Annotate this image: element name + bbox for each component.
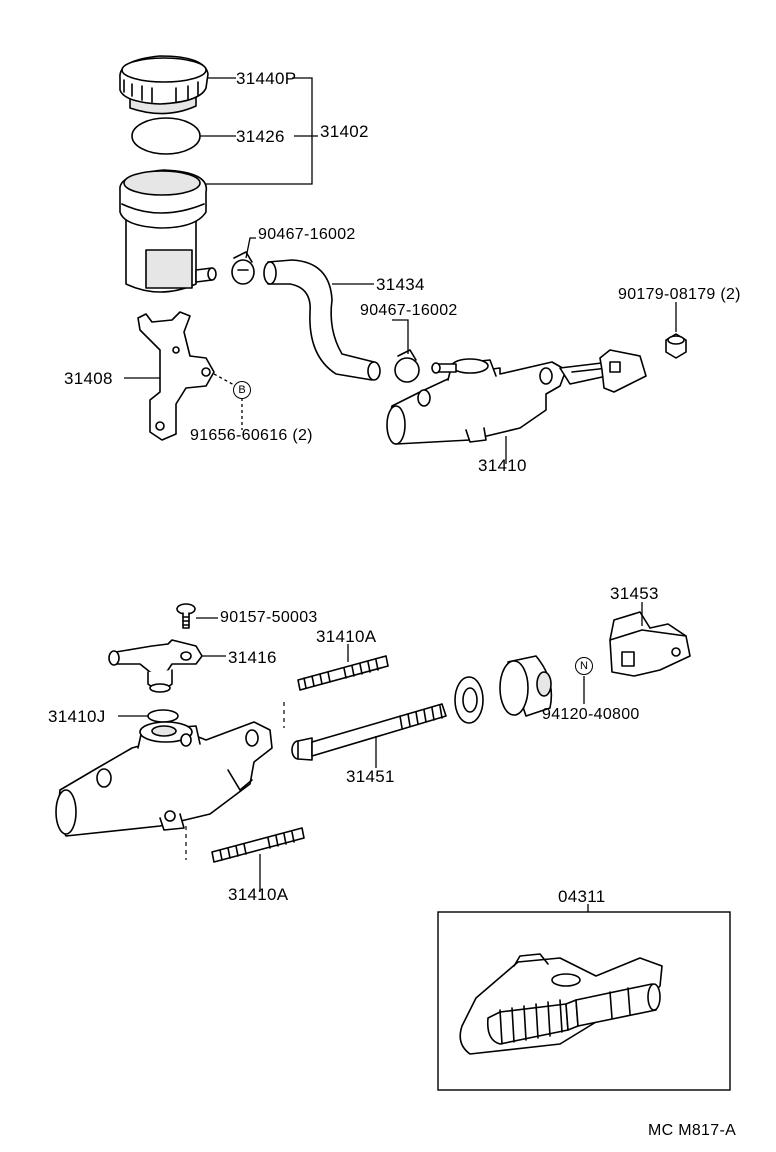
cylinder-kit	[459, 953, 663, 1055]
master-cylinder-body	[55, 721, 273, 837]
label-31426: 31426	[236, 127, 285, 146]
label-04311: 04311	[558, 887, 606, 906]
label-91656: 91656-60616 (2)	[190, 427, 313, 444]
label-90179: 90179-08179 (2)	[618, 286, 741, 303]
label-31453: 31453	[610, 584, 659, 603]
label-31408: 31408	[64, 369, 113, 388]
dust-boot	[499, 655, 553, 717]
label-31410a-upper: 31410A	[316, 627, 377, 646]
label-94120: 94120-40800	[542, 706, 640, 723]
washer	[454, 676, 484, 724]
stud-bolt-upper	[297, 655, 389, 691]
label-90467-lower: 90467-16002	[360, 302, 458, 319]
label-31416: 31416	[228, 648, 277, 667]
kit-box	[437, 911, 731, 1091]
label-31410a-lower: 31410A	[228, 885, 289, 904]
label-90157: 90157-50003	[220, 609, 318, 626]
label-31410: 31410	[478, 456, 527, 475]
o-ring	[147, 709, 179, 723]
inlet-union	[108, 639, 203, 693]
label-31440p: 31440P	[236, 69, 297, 88]
label-31402: 31402	[320, 122, 369, 141]
reservoir-hose	[263, 259, 381, 381]
leader-lines	[118, 77, 677, 912]
alignment-guide	[185, 702, 285, 860]
label-31410j: 31410J	[48, 707, 106, 726]
label-31434: 31434	[376, 275, 425, 294]
hose-clip-upper	[231, 251, 255, 285]
diaphragm	[131, 117, 201, 155]
nut	[665, 333, 687, 359]
label-31451: 31451	[346, 767, 395, 786]
push-rod	[291, 703, 447, 761]
marker-b: B	[233, 381, 251, 399]
hose-clip-lower	[394, 349, 420, 383]
screw	[176, 603, 196, 629]
reservoir	[119, 169, 217, 293]
label-90467-upper: 90467-16002	[258, 226, 356, 243]
master-cylinder-assembly	[386, 349, 647, 445]
clevis	[609, 611, 691, 677]
reservoir-cap	[119, 55, 209, 115]
marker-n: N	[575, 657, 593, 675]
reservoir-bracket	[137, 311, 215, 441]
diagram-code: MC M817-A	[648, 1122, 737, 1139]
stud-bolt-lower	[211, 827, 305, 863]
